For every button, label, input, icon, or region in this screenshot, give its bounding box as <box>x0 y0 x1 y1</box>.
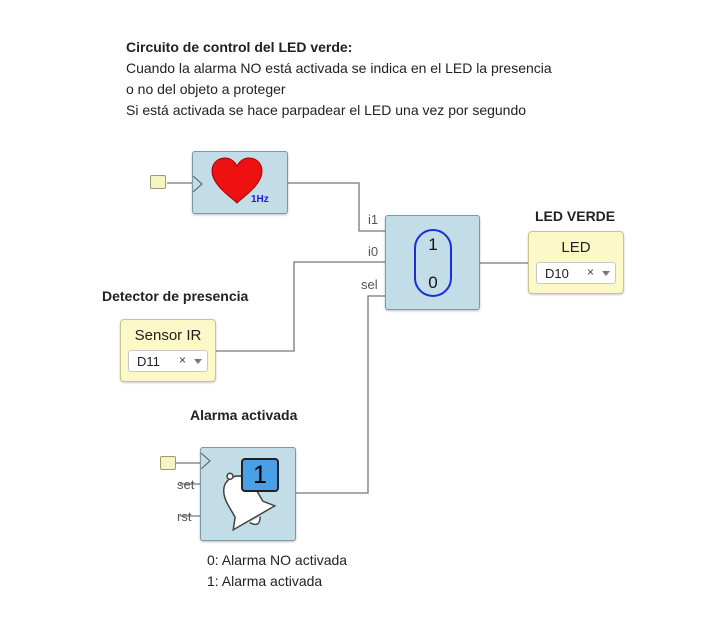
alarm-notes: 0: Alarma NO activada 1: Alarma activada <box>207 550 347 592</box>
description-line: Si está activada se hace parpadear el LE… <box>126 102 527 118</box>
description-text: Circuito de control del LED verde: Cuand… <box>126 37 552 121</box>
heart-icon <box>211 157 263 204</box>
sensor-heading: Detector de presencia <box>102 288 249 304</box>
led-heading: LED VERDE <box>535 208 616 224</box>
sensor-label: Sensor IR <box>134 327 202 344</box>
wire-blink-to-mux-i1 <box>288 182 386 232</box>
frequency-label: 1Hz <box>251 194 269 205</box>
alarm-input-port[interactable] <box>160 456 176 470</box>
input-arrow-icon <box>201 453 211 469</box>
sensor-pin-value: D11 <box>137 354 160 369</box>
mux-value-0: 0 <box>428 273 438 292</box>
sensor-input-block[interactable]: Sensor IR D11 × <box>120 319 216 382</box>
description-title: Circuito de control del LED verde: <box>126 39 353 55</box>
mux-selector-oval: 1 0 <box>414 229 452 297</box>
clear-icon[interactable]: × <box>587 265 595 279</box>
clear-icon[interactable]: × <box>179 353 187 367</box>
led-pin-value: D10 <box>545 266 569 281</box>
chevron-down-icon[interactable] <box>194 359 202 364</box>
mux-input-label-sel: sel <box>361 277 378 292</box>
alarm-heading: Alarma activada <box>190 407 298 423</box>
sensor-pin-select[interactable]: D11 × <box>128 350 208 372</box>
mux-input-label-i1: i1 <box>368 212 379 227</box>
input-arrow-icon <box>193 176 203 192</box>
wire-alarm-to-mux-sel <box>296 295 386 494</box>
blink-input-port[interactable] <box>150 175 166 189</box>
wire-sensor-to-mux-i0 <box>216 261 386 352</box>
note-line: 1: Alarma activada <box>207 573 323 589</box>
alarm-state-counter: 1 <box>241 458 279 492</box>
multiplexer-block[interactable]: 1 0 <box>385 215 480 310</box>
alarm-rst-label: rst <box>177 509 192 524</box>
led-label: LED <box>561 239 591 256</box>
chevron-down-icon[interactable] <box>602 271 610 276</box>
alarm-set-label: set <box>177 477 195 492</box>
mux-value-1: 1 <box>428 235 438 254</box>
mux-input-label-i0: i0 <box>368 244 379 259</box>
note-line: 0: Alarma NO activada <box>207 552 348 568</box>
blink-block[interactable]: 1Hz <box>192 151 288 214</box>
description-line: o no del objeto a proteger <box>126 81 286 97</box>
led-output-block[interactable]: LED D10 × <box>528 231 624 294</box>
alarm-block[interactable]: 1 <box>200 447 296 541</box>
led-pin-select[interactable]: D10 × <box>536 262 616 284</box>
description-line: Cuando la alarma NO está activada se ind… <box>126 60 552 76</box>
